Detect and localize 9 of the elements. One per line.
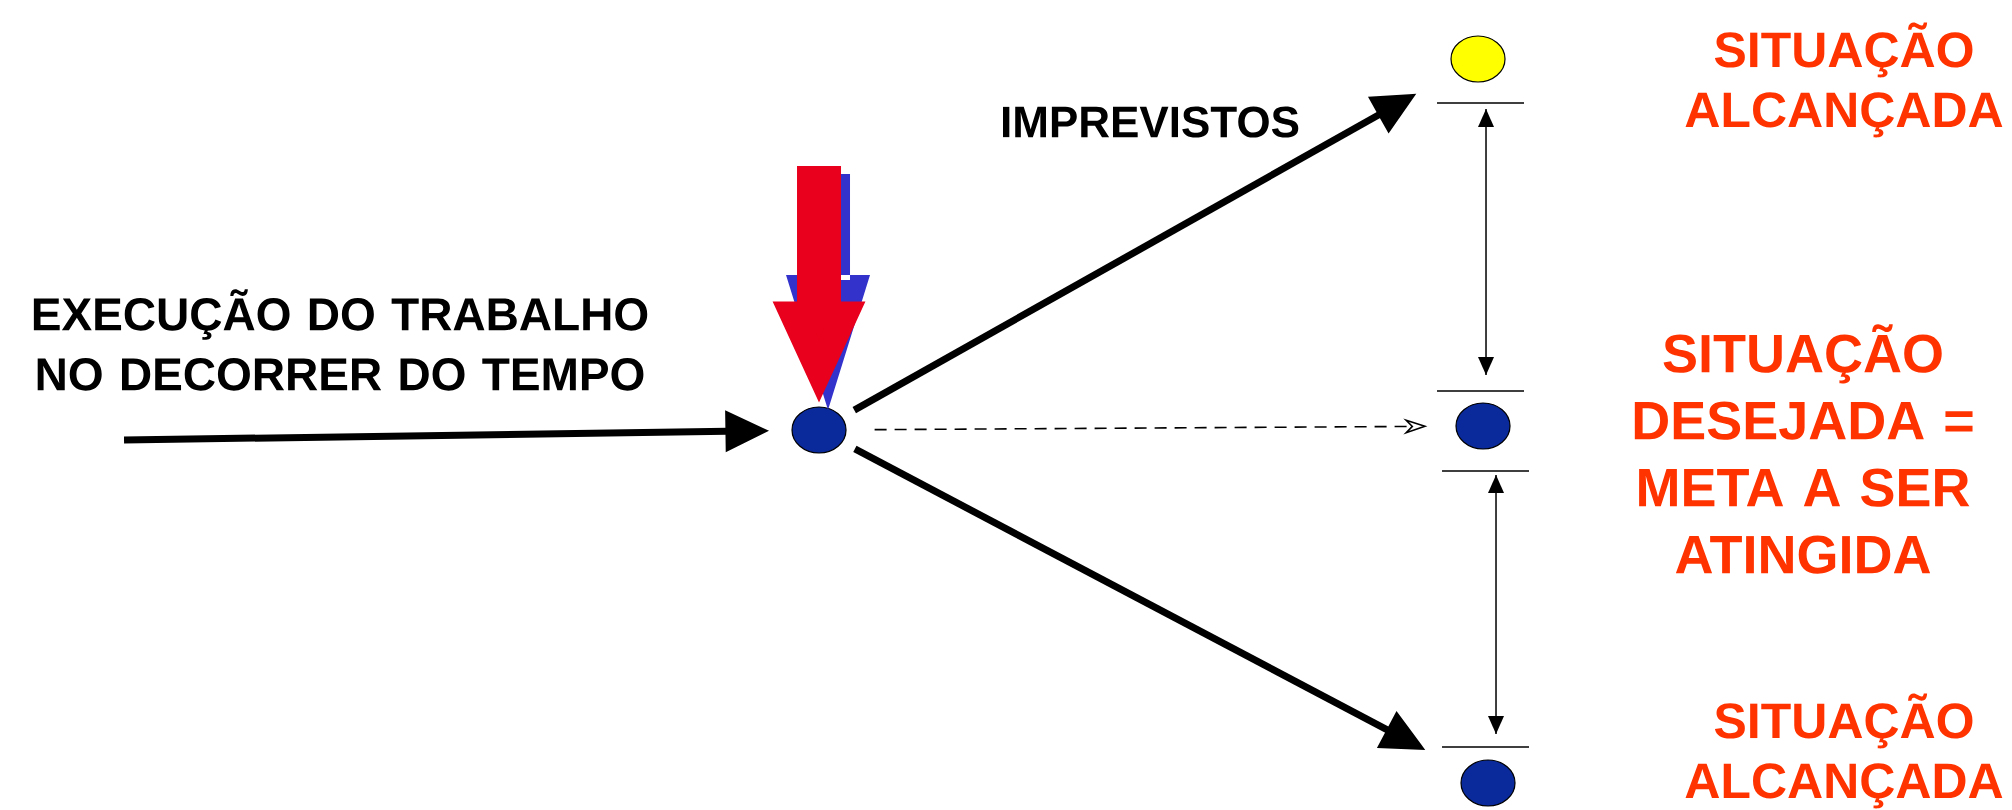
situation-label: SITUAÇÃO DESEJADA = META A SER ATINGIDA bbox=[1634, 324, 1973, 574]
heading-text: IMPREVISTOS bbox=[1003, 106, 1299, 138]
heading-text: EXECUÇÃO DO TRABALHO NO DECORRER DO TEMPO bbox=[33, 289, 648, 391]
dot bbox=[1460, 759, 1516, 807]
dot bbox=[1450, 35, 1506, 83]
dot bbox=[791, 406, 847, 454]
situation-label: SITUAÇÃO ALCANÇADA bbox=[1685, 22, 2003, 138]
situation-label: SITUAÇÃO ALCANÇADA bbox=[1685, 693, 2003, 809]
dot bbox=[1455, 402, 1511, 450]
